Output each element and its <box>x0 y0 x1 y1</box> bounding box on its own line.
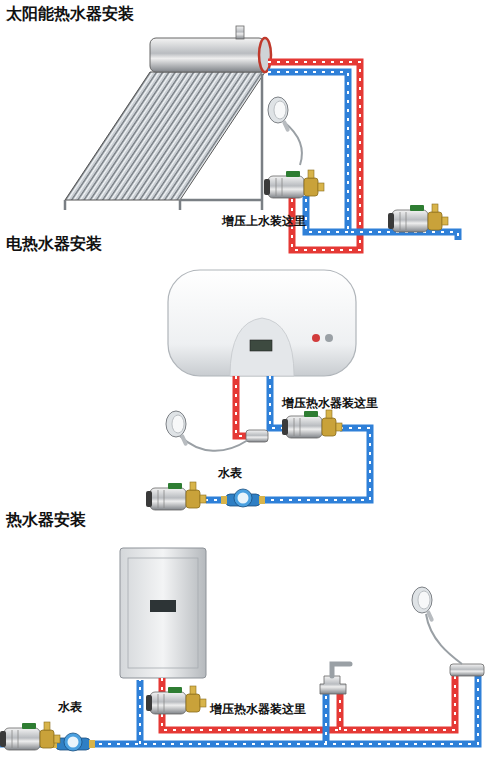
faucet-spout <box>332 664 350 676</box>
shower-head <box>166 411 188 446</box>
callout-note: 增压热水器装这里 <box>210 702 306 716</box>
part-name: 水表 <box>58 700 82 714</box>
water-meter <box>221 489 265 507</box>
booster-pump <box>282 410 342 438</box>
electric-water-heater <box>168 270 356 376</box>
faucet <box>320 676 346 694</box>
shower-hose <box>180 436 248 451</box>
frame <box>65 74 262 210</box>
section-heading: 太阳能热水器安装 <box>6 4 134 23</box>
knob <box>325 334 333 342</box>
booster-pump <box>146 686 206 714</box>
collector-tubes <box>65 72 265 200</box>
heater-body <box>120 548 206 678</box>
part-name: 水表 <box>218 466 242 480</box>
section-heading: 热水器安装 <box>6 510 86 529</box>
shower-head <box>412 587 434 622</box>
tank-end <box>259 38 271 72</box>
mixing-valve <box>450 664 484 676</box>
front-panel <box>230 318 294 376</box>
vent-pipe <box>236 26 244 39</box>
cold-pipe <box>206 376 370 500</box>
gas-water-heater <box>120 548 206 678</box>
callout-note: 增压热水器装这里 <box>282 396 378 410</box>
shower-head <box>268 97 290 132</box>
display <box>150 600 176 612</box>
knob <box>312 334 320 342</box>
callout-note: 增压上水装这里 <box>222 214 306 228</box>
flow-arrows <box>206 376 370 500</box>
water-tank <box>150 38 265 72</box>
front-panel <box>128 558 198 668</box>
booster-pump <box>146 482 206 510</box>
pipes-gas <box>0 587 484 751</box>
booster-pump <box>0 722 60 750</box>
booster-pump <box>264 170 324 198</box>
solar-water-heater <box>65 26 271 210</box>
display <box>250 340 272 351</box>
hot-pipe <box>236 376 250 436</box>
flow-arrows <box>236 376 250 436</box>
booster-pump <box>388 204 448 232</box>
section-heading: 电热水器安装 <box>6 234 102 253</box>
heater-tank <box>168 270 356 376</box>
mixing-valve <box>246 430 268 442</box>
